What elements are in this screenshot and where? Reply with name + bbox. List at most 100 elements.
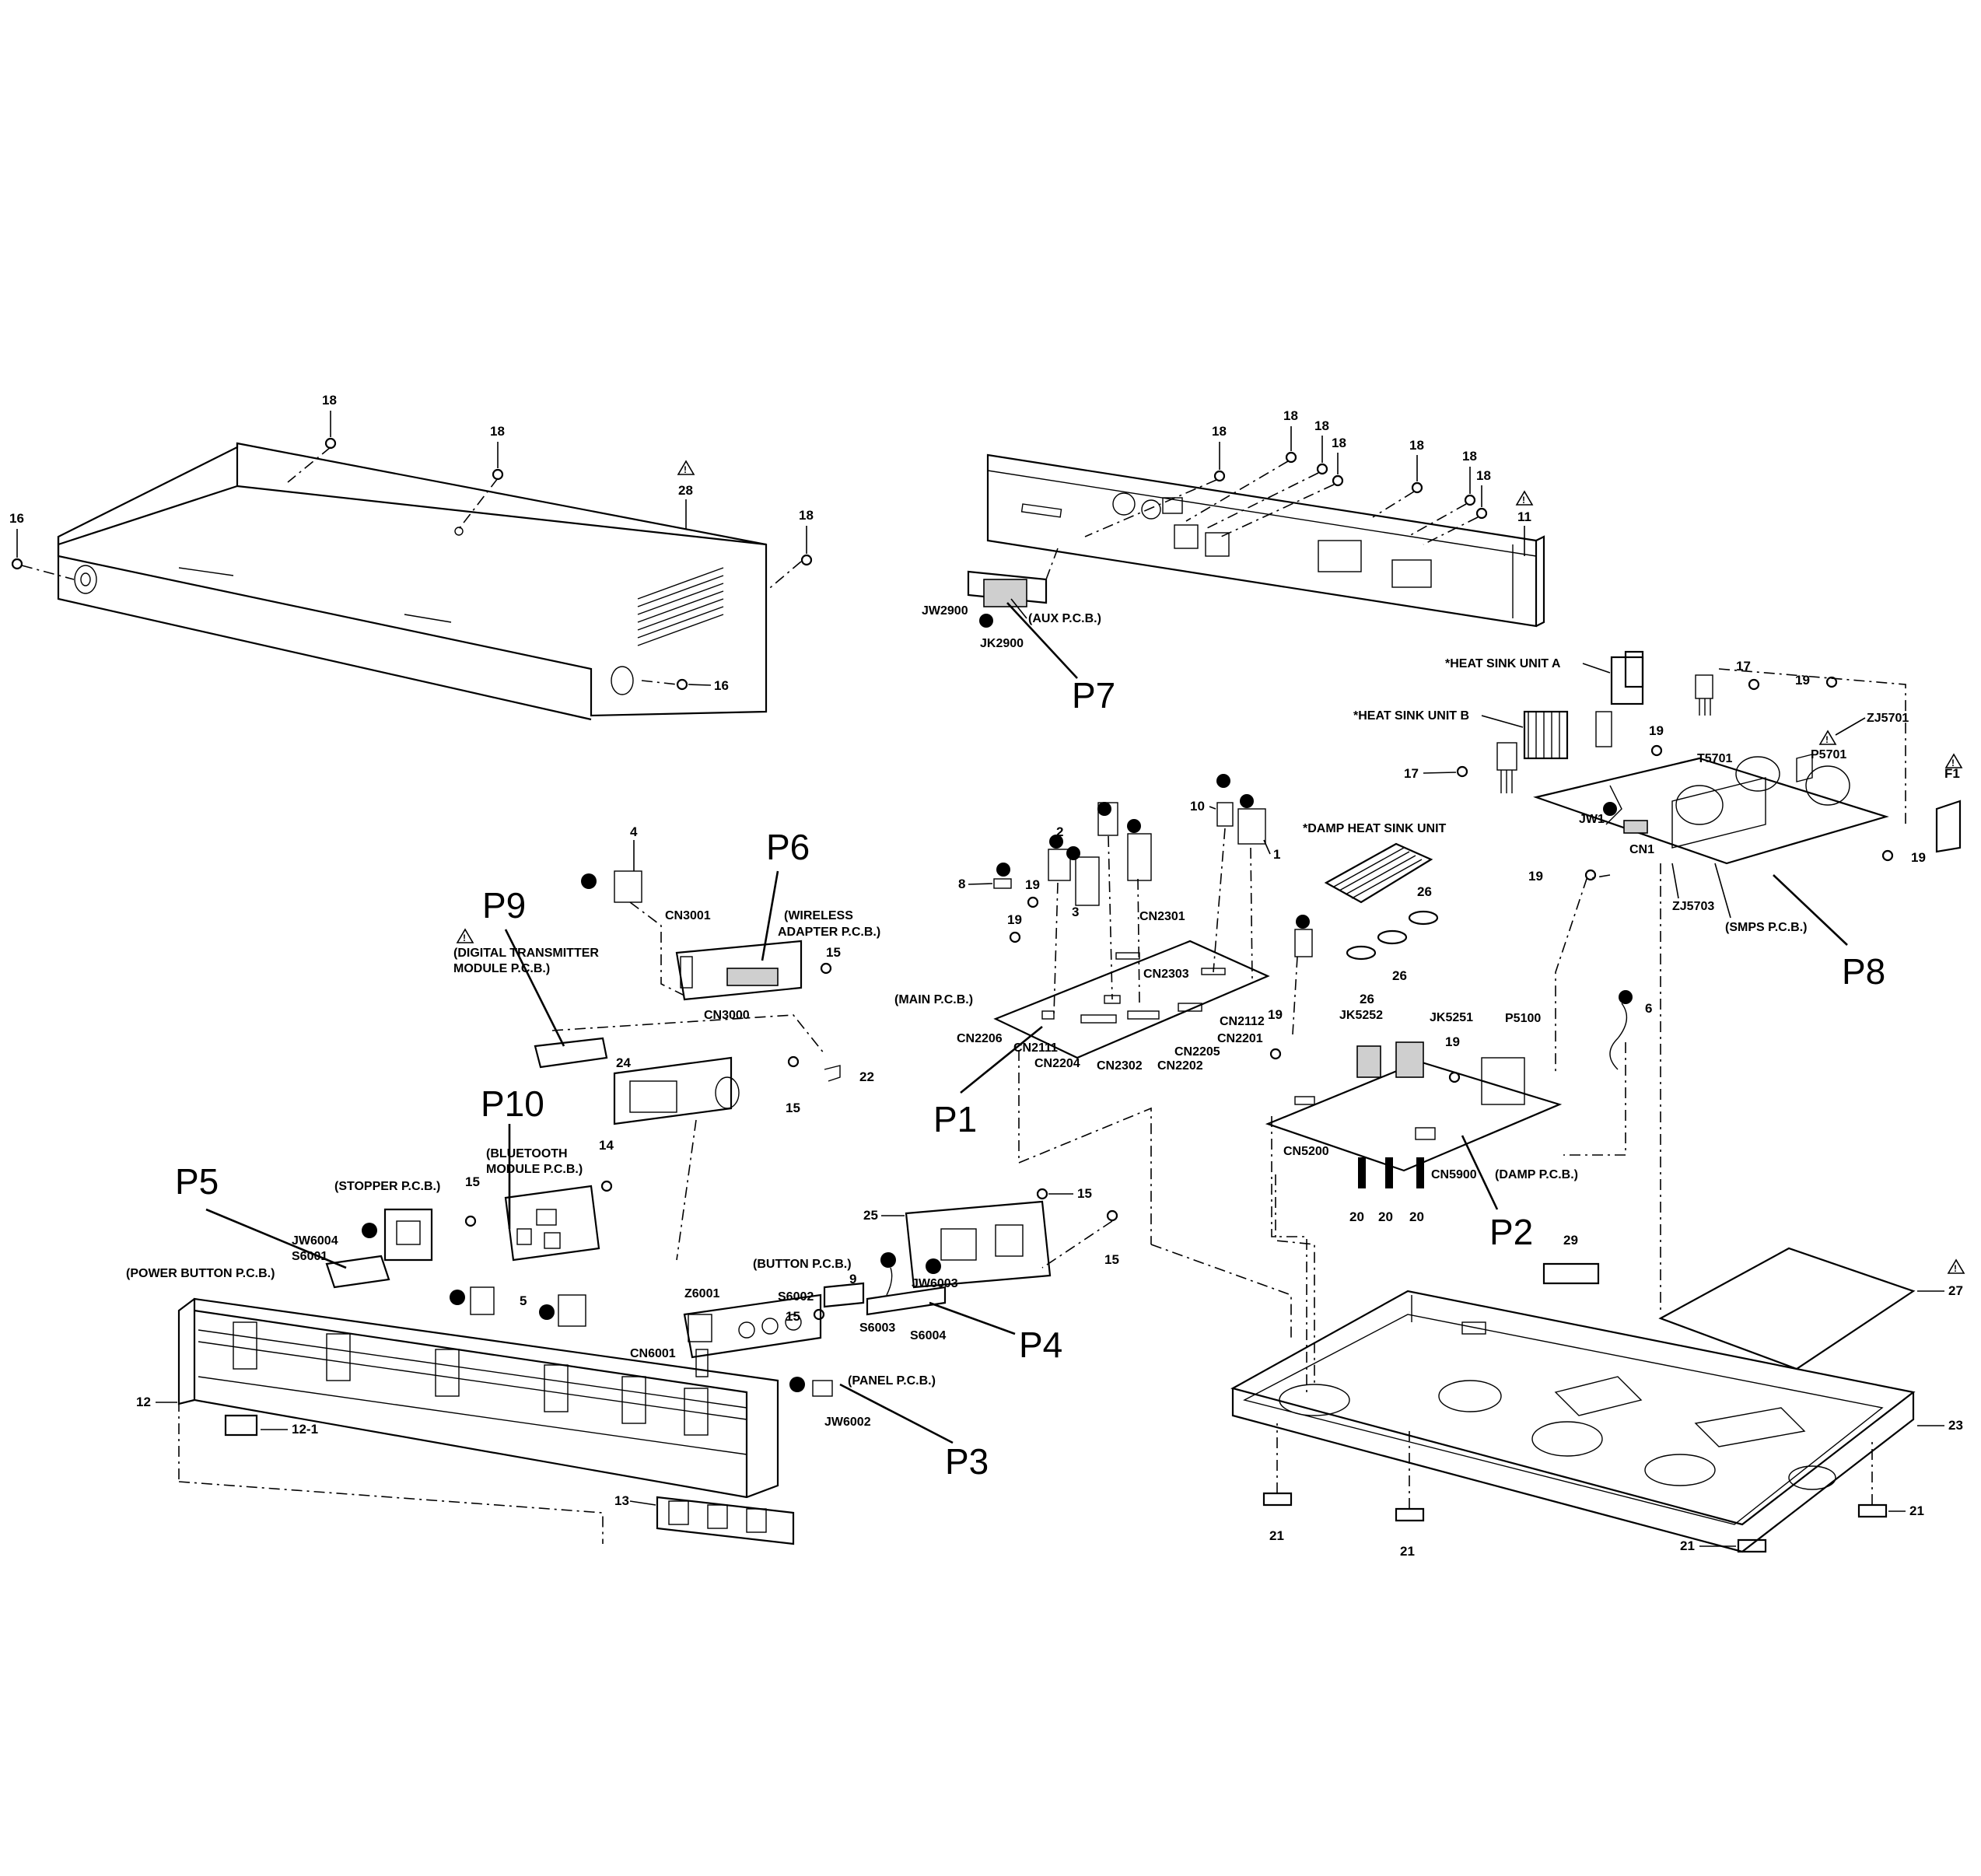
label-cn2111: CN2111	[1013, 1041, 1058, 1055]
label-16-a: 16	[9, 511, 24, 526]
digital-transmitter-pcb	[534, 1037, 608, 1069]
label-power-button-pcb: (POWER BUTTON P.C.B.)	[126, 1267, 275, 1280]
label-19-c: 19	[1528, 869, 1543, 884]
label-8: 8	[958, 877, 965, 891]
label-25: 25	[863, 1208, 878, 1223]
label-26-b: 26	[1392, 968, 1407, 983]
label-t5701: T5701	[1697, 752, 1732, 765]
bottom-chassis	[1230, 1290, 1916, 1553]
label-15-d: 15	[786, 1309, 800, 1324]
label-19-d: 19	[1911, 850, 1926, 865]
bracket-25	[905, 1200, 1052, 1289]
label-15-f: 15	[1104, 1252, 1119, 1267]
label-18-e: 18	[1283, 408, 1298, 423]
label-19-f: 19	[1007, 912, 1022, 927]
label-stopper-pcb: (STOPPER P.C.B.)	[334, 1180, 440, 1193]
label-cn2303: CN2303	[1143, 968, 1189, 981]
label-15-b: 15	[786, 1101, 800, 1115]
label-4: 4	[630, 824, 638, 839]
label-12: 12	[136, 1395, 151, 1409]
label-bluetooth-1: (BLUETOOTH	[486, 1147, 568, 1160]
label-18-h: 18	[1409, 438, 1424, 453]
label-cn5200: CN5200	[1283, 1145, 1329, 1158]
label-z6001: Z6001	[684, 1287, 719, 1300]
label-27: 27	[1948, 1283, 1963, 1298]
label-18-d: 18	[1212, 424, 1227, 439]
heat-sink-unit-a	[1610, 650, 1713, 716]
part-13	[656, 1496, 795, 1545]
pointer-p6: P6	[766, 827, 810, 867]
svg-text:!: !	[463, 933, 466, 943]
svg-text:!: !	[684, 464, 687, 475]
label-digital-2: MODULE P.C.B.)	[453, 962, 550, 975]
label-15-e: 15	[1077, 1186, 1092, 1201]
svg-text:!: !	[1954, 1263, 1957, 1274]
pointer-p2: P2	[1489, 1212, 1533, 1252]
label-26-c: 26	[1360, 992, 1374, 1006]
label-cn6001: CN6001	[630, 1347, 676, 1360]
label-24: 24	[616, 1055, 631, 1070]
label-21-a: 21	[1269, 1528, 1284, 1543]
bluetooth-module-pcb	[504, 1185, 600, 1262]
label-11: 11	[1517, 509, 1531, 524]
label-cn2206: CN2206	[957, 1032, 1003, 1045]
label-19-e: 19	[1025, 877, 1040, 892]
damp-pcb	[1265, 915, 1633, 1172]
pointer-p9: P9	[482, 885, 526, 926]
label-s6004: S6004	[910, 1329, 946, 1342]
label-cn2202: CN2202	[1157, 1059, 1203, 1073]
label-cn2112: CN2112	[1220, 1015, 1265, 1028]
label-18-b: 18	[490, 424, 505, 439]
label-heat-sink-b: *HEAT SINK UNIT B	[1353, 709, 1469, 723]
warning-icon: !	[456, 928, 474, 943]
panel-pcb	[683, 1293, 833, 1397]
label-cn1: CN1	[1629, 843, 1654, 856]
feet-21	[1262, 1423, 1888, 1553]
label-cn3001: CN3001	[665, 909, 711, 922]
label-jw6002: JW6002	[824, 1416, 871, 1429]
label-cn2204: CN2204	[1034, 1057, 1080, 1070]
pointer-p5: P5	[175, 1161, 219, 1202]
svg-text:!: !	[1951, 758, 1955, 768]
aux-pcb	[967, 548, 1059, 628]
label-p5100: P5100	[1505, 1012, 1541, 1025]
label-3: 3	[1072, 905, 1079, 919]
pointer-p8: P8	[1842, 951, 1885, 992]
warning-icon: !	[1515, 490, 1534, 506]
label-cn2205: CN2205	[1174, 1045, 1220, 1059]
insulator-sheet-27	[1658, 1247, 1916, 1370]
label-20-c: 20	[1409, 1209, 1424, 1224]
label-jw1: JW1	[1579, 813, 1605, 826]
label-bluetooth-2: MODULE P.C.B.)	[486, 1163, 583, 1176]
label-18-i: 18	[1462, 449, 1477, 464]
label-12-1: 12-1	[292, 1422, 318, 1437]
label-zj5703: ZJ5703	[1672, 900, 1714, 913]
label-21-c: 21	[1909, 1503, 1924, 1518]
label-6: 6	[1645, 1001, 1652, 1016]
label-13: 13	[614, 1493, 629, 1508]
label-zj5701: ZJ5701	[1867, 712, 1909, 725]
warning-icon: !	[1947, 1258, 1965, 1274]
label-damp-pcb: (DAMP P.C.B.)	[1495, 1168, 1578, 1181]
label-18-g: 18	[1332, 436, 1346, 450]
top-cover	[57, 442, 768, 721]
part-29	[1542, 1262, 1600, 1285]
label-19-a: 19	[1795, 673, 1810, 688]
label-10: 10	[1190, 799, 1205, 814]
label-18-j: 18	[1476, 468, 1491, 483]
label-2: 2	[1056, 824, 1063, 839]
label-jw6004: JW6004	[292, 1234, 338, 1248]
label-18-c: 18	[799, 508, 814, 523]
smps-pcb	[1533, 754, 1889, 865]
label-21-d: 21	[1680, 1538, 1695, 1553]
label-16-b: 16	[714, 678, 729, 693]
bracket-24	[613, 1056, 740, 1125]
label-main-pcb: (MAIN P.C.B.)	[894, 993, 973, 1006]
label-9: 9	[849, 1272, 856, 1286]
warning-icon: !	[677, 460, 695, 475]
label-jw2900: JW2900	[922, 604, 968, 618]
label-26-a: 26	[1417, 884, 1432, 899]
label-14: 14	[599, 1138, 614, 1153]
label-21-b: 21	[1400, 1544, 1415, 1559]
